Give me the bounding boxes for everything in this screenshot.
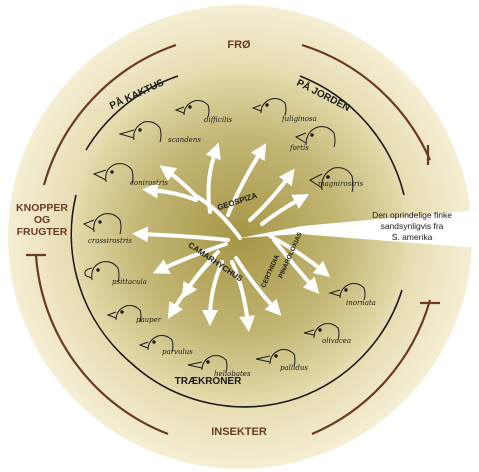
- species-label: pauper: [136, 316, 162, 324]
- phylo-tree: [132, 142, 331, 332]
- origin-stem: [240, 210, 478, 248]
- origin-line-1: Den oprindelige finke: [372, 210, 452, 220]
- label-insekter: INSEKTER: [211, 426, 267, 438]
- finch-head-difficilis-icon: [174, 100, 210, 118]
- diet-ring: [26, 43, 440, 436]
- species-label: conirostris: [130, 179, 168, 187]
- species-label: parvulus: [162, 348, 193, 356]
- finch-head-crassirostris-icon: [82, 213, 122, 235]
- origin-line-2: sandsynligvis fra: [381, 221, 444, 231]
- species-label: psittacula: [112, 278, 147, 286]
- finch-head-scandens-icon: [118, 121, 162, 143]
- label-frugter: FRUGTER: [17, 226, 68, 238]
- finch-head-fuliginosa-icon: [251, 98, 287, 116]
- finch-head-pauper-icon: [106, 305, 142, 323]
- finch-head-magnirostris-icon: [309, 167, 354, 193]
- label-traekroner: TRÆKRONER: [175, 376, 242, 387]
- species-label: fortis: [289, 144, 309, 152]
- finch-head-inornata-icon: [328, 283, 366, 301]
- finch-head-psittacula-icon: [84, 261, 120, 283]
- species-label: inornata: [346, 299, 376, 307]
- finch-head-pallidus-icon: [255, 349, 296, 367]
- label-fro: FRØ: [227, 39, 251, 51]
- label-og: OG: [34, 214, 50, 226]
- species-label: fuliginosa: [281, 115, 317, 123]
- origin-line-3: S. amerika: [392, 232, 433, 242]
- finch-head-heliobates-icon: [187, 355, 228, 373]
- species-labels: difficilis fuliginosa scandens fortis co…: [88, 115, 376, 378]
- label-knopper: KNOPPER: [16, 202, 68, 214]
- species-label: heliobates: [214, 370, 251, 378]
- finch-head-conirostris-icon: [92, 163, 134, 185]
- species-label: magnirostris: [318, 180, 364, 188]
- finch-head-parvulus-icon: [138, 335, 174, 353]
- finch-heads: [82, 98, 366, 373]
- species-label: olivacea: [322, 337, 351, 345]
- species-label: difficilis: [204, 116, 233, 124]
- finch-head-fortis-icon: [294, 126, 336, 148]
- species-label: scandens: [168, 136, 201, 144]
- species-label: crassirostris: [88, 237, 132, 245]
- finch-head-olivacea-icon: [303, 323, 340, 341]
- habitat-ring: [70, 75, 405, 408]
- species-label: pallidus: [280, 364, 308, 372]
